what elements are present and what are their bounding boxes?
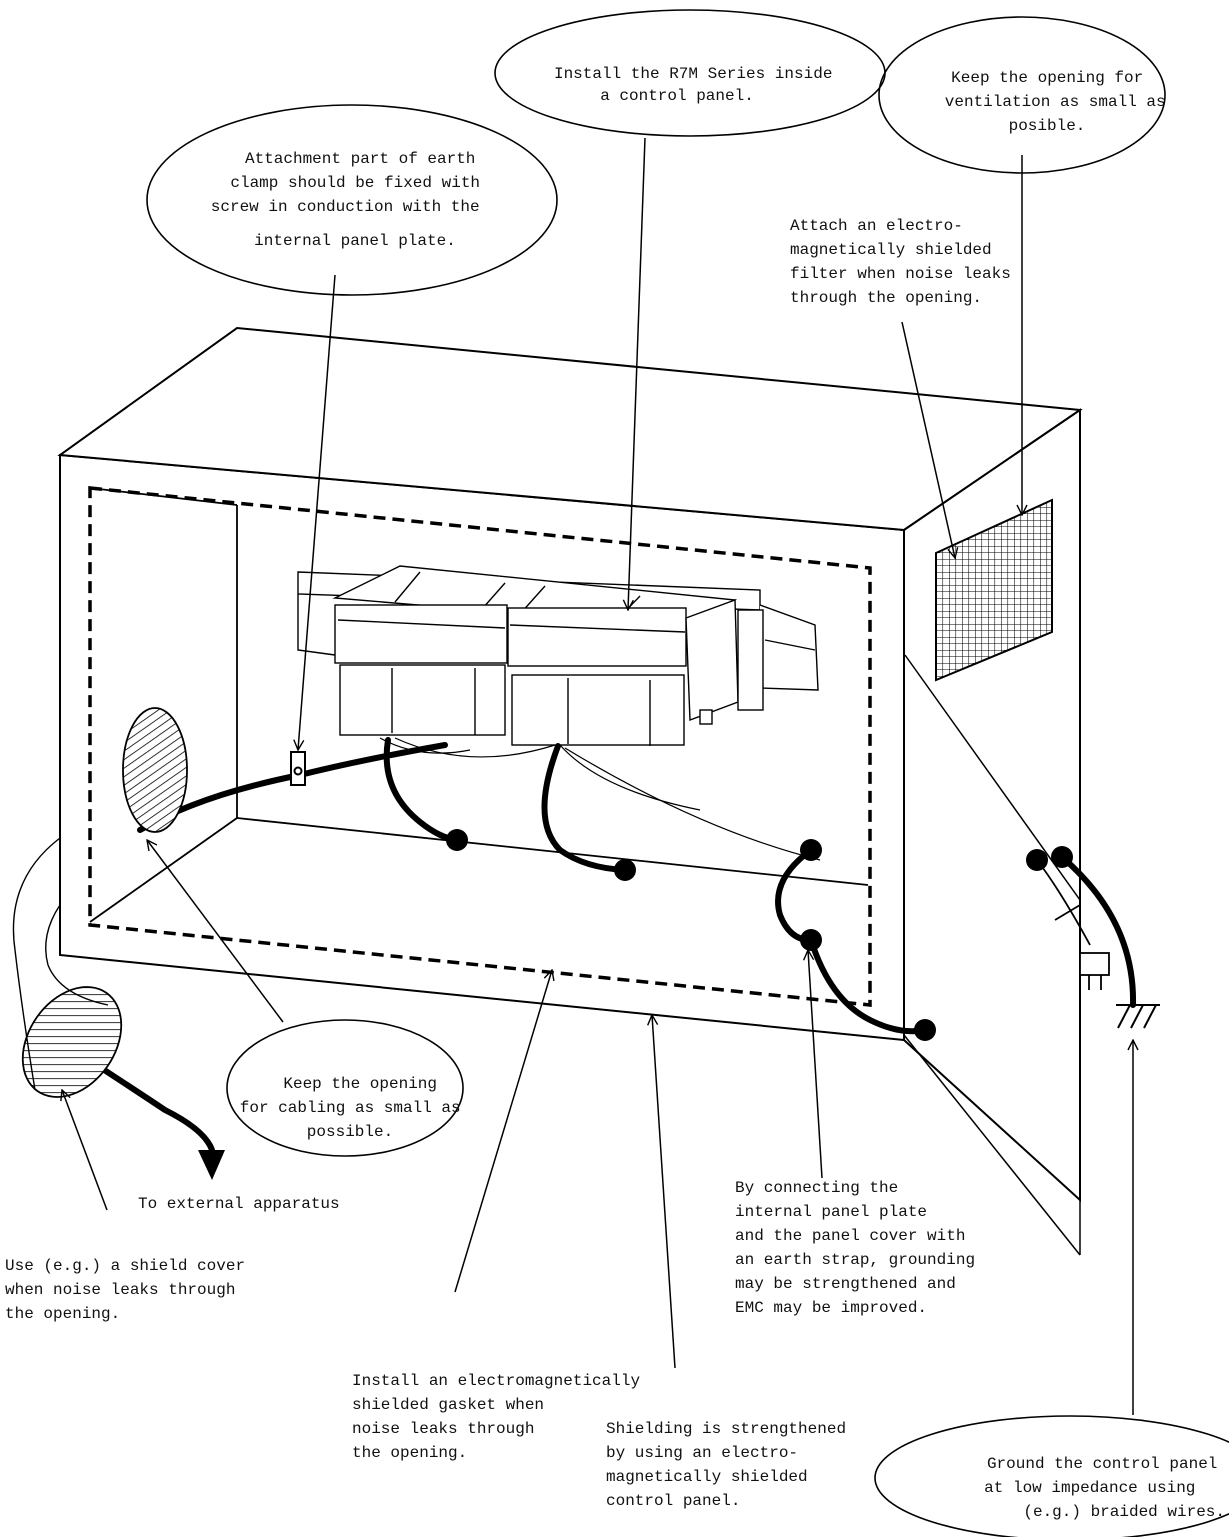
ground-plug: [1036, 859, 1110, 990]
label-earth-clamp: Attachment part of earth clamp should be…: [211, 150, 490, 250]
panel-front-face: [59, 453, 905, 1042]
callout-oval-ground: [874, 1415, 1229, 1537]
cable-drive-1: [383, 737, 460, 843]
earth-clamp: [290, 751, 306, 786]
cabling-opening-inner: [122, 707, 188, 833]
label-cabling-opening: Keep the opening for cabling as small as…: [240, 1075, 470, 1141]
label-ventilation-opening: Keep the opening for ventilation as smal…: [945, 69, 1175, 135]
label-shielded-panel: Shielding is strengthened by using an el…: [606, 1420, 856, 1510]
ground-symbol: [1116, 1004, 1160, 1029]
shield-gasket-dashed: [88, 486, 872, 1007]
control-panel-box: [57, 326, 1083, 1203]
external-arrow-head: [198, 1150, 225, 1180]
label-ground-panel: Ground the control panel at low impedanc…: [984, 1455, 1227, 1521]
servo-unit-2: [507, 607, 687, 667]
ventilation-filter-grid: [935, 498, 1053, 682]
cable-earth-strap-2: [808, 937, 928, 1035]
cable-ground-braid: [1059, 854, 1137, 1008]
label-earth-strap: By connecting the internal panel plate a…: [735, 1179, 985, 1317]
label-shield-cover: Use (e.g.) a shield cover when noise lea…: [5, 1257, 255, 1323]
label-external: To external apparatus: [138, 1195, 340, 1213]
servo-unit-1: [334, 604, 508, 664]
servo-drive-units: [297, 565, 819, 746]
callout-oval-cabling: [226, 1019, 464, 1157]
leader-lines: [62, 137, 1133, 1415]
cable-drive-2: [541, 743, 628, 873]
label-install: Install the R7M Series inside a control …: [554, 65, 842, 105]
cable-ends: [446, 829, 1073, 1041]
label-gasket: Install an electromagnetically shielded …: [352, 1372, 650, 1462]
cable-earth-strap: [775, 847, 814, 943]
callout-oval-earth-clamp: [146, 104, 558, 296]
cabling-opening-outer: [21, 986, 123, 1098]
label-em-filter: Attach an electro- magnetically shielded…: [790, 217, 1020, 307]
